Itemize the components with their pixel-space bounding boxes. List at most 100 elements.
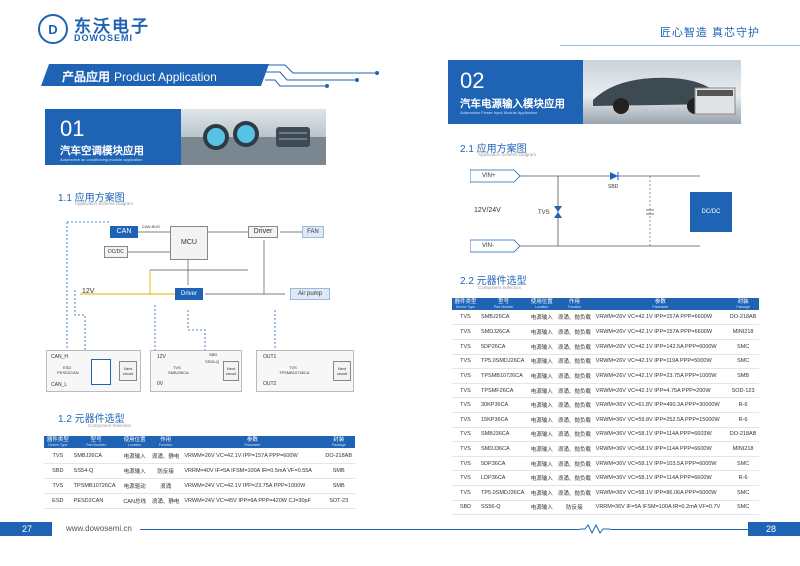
table-cell: TVS bbox=[452, 456, 479, 472]
table-cell: TVS bbox=[44, 448, 72, 464]
diagram1-dcdc-box: DC/DC bbox=[104, 246, 128, 258]
table-cell: 浪涌、抛负载 bbox=[555, 383, 594, 399]
table-cell: 电源输入 bbox=[528, 470, 556, 486]
brand-name-en: DOWOSEMI bbox=[74, 33, 133, 43]
table-header-cn: 参数 bbox=[246, 437, 258, 443]
table-cell: 电源输入 bbox=[528, 412, 556, 428]
sub3-tvs: TVS bbox=[289, 365, 297, 370]
car-battery-photo bbox=[583, 60, 741, 124]
sub1-esd: ESD bbox=[63, 365, 72, 370]
diagram1-12v-label: 12V bbox=[82, 288, 95, 295]
section2-title: 汽车电源输入模块应用 bbox=[460, 98, 565, 110]
table-cell: 浪涌、抛负载 bbox=[555, 456, 594, 472]
table-cell: 浪涌、抛负载 bbox=[555, 427, 594, 443]
table-cell: 电源输入 bbox=[120, 448, 149, 464]
table-cell: R-6 bbox=[727, 397, 759, 413]
diagram1-air-pump-box: Air pump bbox=[290, 288, 330, 300]
table-cell: VRWM=24V VC=42.1V IPP=23.75A PPP=1000W bbox=[182, 478, 323, 494]
table-cell: SMC bbox=[727, 485, 759, 501]
table-cell: 浪涌、抛负载 bbox=[555, 397, 594, 413]
table-header-cn: 作用 bbox=[160, 437, 172, 443]
table-cell: SS56-Q bbox=[479, 500, 529, 516]
table-cell: TPSMB10726CA bbox=[71, 478, 121, 494]
sub1-canl: CAN_L bbox=[51, 382, 68, 388]
table-cell: TVS bbox=[452, 339, 479, 355]
table-cell: TPSMB10726CA bbox=[479, 368, 529, 384]
table-cell: SMBJ26CA bbox=[71, 448, 121, 464]
table-cell: 防反接 bbox=[148, 463, 183, 479]
circuit-lines-decoration bbox=[265, 64, 379, 88]
table-cell: 电源输入 bbox=[528, 485, 556, 501]
table-cell: SMDJ36CA bbox=[479, 441, 529, 457]
footer-bar-left bbox=[0, 522, 52, 536]
sbd-label: SBD bbox=[608, 184, 619, 190]
sub2-sbd-part: SS54-Q bbox=[205, 359, 220, 364]
table-cell: TVS bbox=[452, 397, 479, 413]
table-cell: TVS bbox=[452, 354, 479, 370]
table-cell: 浪涌 bbox=[148, 478, 183, 494]
table-cell: VRWM=26V VC=42.1V IPP=157A PPP=6600W bbox=[593, 310, 728, 326]
table-header-en: Device Type bbox=[455, 305, 476, 310]
section1-select-subtitle: Component Selection bbox=[88, 423, 132, 428]
table-header-cn: 作用 bbox=[568, 299, 580, 305]
dcdc-box: DC/DC bbox=[690, 192, 732, 232]
section2-select-title: 2.2 元器件选型 bbox=[460, 276, 527, 287]
table-cell: 电源输入 bbox=[528, 324, 556, 341]
table-cell: TVS bbox=[452, 310, 479, 326]
table-cell: SMB bbox=[727, 368, 759, 384]
table-cell: VRWM=36V VC=58.1V IPP=103.5A PPP=6000W bbox=[593, 456, 728, 472]
table-header-cn: 使用位置 bbox=[530, 299, 553, 305]
section1-scheme-title: 1.1 应用方案图 bbox=[58, 193, 125, 204]
sub1-esd-symbol bbox=[91, 359, 111, 385]
table-cell: LDP36CA bbox=[479, 470, 529, 486]
table-cell: R-6 bbox=[727, 470, 759, 486]
table-cell: VRRM=40V IF=5A IFSM=100A IR=0.5mA VF=0.5… bbox=[182, 463, 323, 479]
table-header-cn: 封装 bbox=[737, 299, 749, 305]
table-cell: TPSMF26CA bbox=[479, 383, 529, 399]
table-cell: SOT-23 bbox=[322, 493, 355, 509]
footer-line bbox=[140, 529, 580, 530]
table-cell: 电源驱动 bbox=[120, 478, 149, 494]
table-header-en: Function bbox=[567, 305, 582, 310]
table-cell: 电源输入 bbox=[528, 354, 556, 370]
table-cell: SOD-123 bbox=[727, 383, 759, 399]
section2-subtitle: Automotive Power Input Module Applicatio… bbox=[460, 110, 538, 115]
air-conditioning-schematic bbox=[66, 221, 302, 350]
table-cell: SMBJ36CA bbox=[479, 427, 529, 443]
table-cell: 浪涌、抛负载 bbox=[555, 354, 594, 370]
table-cell: SS54-Q bbox=[71, 463, 121, 479]
sub2-tvs-part: SMBJ26CA bbox=[168, 370, 189, 375]
table-cell: MINI218 bbox=[727, 441, 759, 457]
table-cell: 5DP36CA bbox=[479, 456, 529, 472]
voltage-label: 12V/24V bbox=[474, 207, 501, 214]
diagram1-mcu-box: MCU bbox=[170, 226, 208, 260]
header-divider bbox=[560, 45, 800, 46]
banner-title-en: Product Application bbox=[114, 70, 217, 84]
slogan: 匠心智造 真芯守护 bbox=[659, 27, 760, 39]
banner-title-cn: 产品应用 bbox=[62, 70, 111, 84]
power-input-schematic bbox=[470, 169, 700, 253]
table-cell: DO-218AB bbox=[727, 427, 759, 443]
table-cell: 电源输入 bbox=[528, 397, 556, 413]
table-cell: 电源输入 bbox=[528, 339, 556, 355]
table-cell: TVS bbox=[452, 427, 479, 443]
section1-title: 汽车空调模块应用 bbox=[60, 145, 144, 157]
table-cell: VRWM=36V VC=58.1V IPP=86.06A PPP=5000W bbox=[593, 485, 728, 501]
section1-header bbox=[45, 109, 181, 165]
table-cell: 电源输入 bbox=[528, 427, 556, 443]
table-cell: 浪涌、静电 bbox=[148, 493, 183, 509]
